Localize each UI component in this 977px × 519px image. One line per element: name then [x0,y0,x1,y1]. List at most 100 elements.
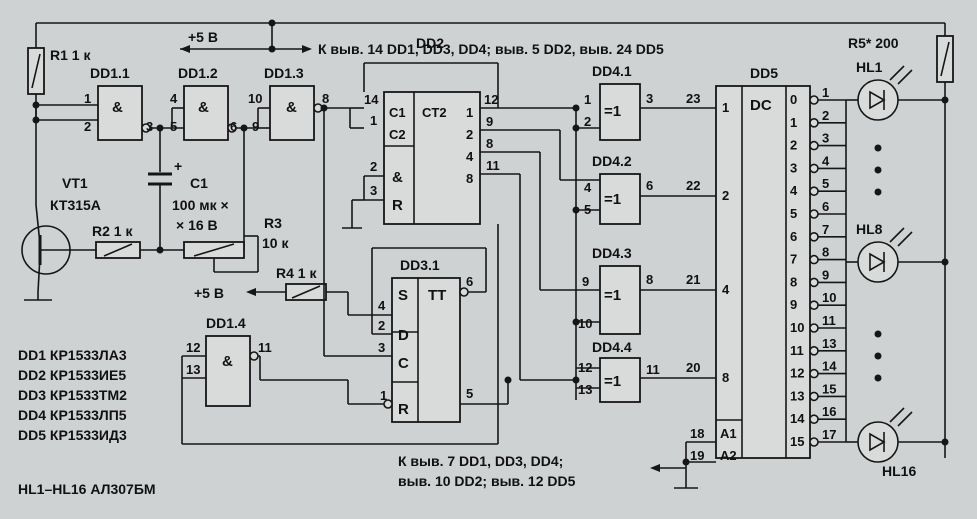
svg-text:6: 6 [230,119,237,134]
svg-text:13: 13 [578,382,592,397]
vt1-type: КТ315А [50,197,101,213]
dd5-output-pin-number: 5 [822,176,829,191]
svg-text:100 мк ×: 100 мк × [172,197,229,213]
resistor-r2: R2 1 к [92,223,184,259]
svg-text:DD4.3: DD4.3 [592,245,632,261]
r3-label: R3 [264,215,282,231]
svg-text:&: & [286,99,297,116]
inverted-output-bubble [809,368,819,379]
inverted-output-bubble [809,300,819,311]
svg-text:&: & [392,169,403,186]
led-hl1: HL1 [846,59,949,121]
svg-text:1: 1 [370,113,377,128]
svg-text:2: 2 [466,127,473,142]
svg-text:8: 8 [722,370,729,385]
dd5-output-pin-number: 1 [822,85,829,100]
inverted-output-bubble [809,232,819,242]
dd5-name: DD5 [750,65,778,81]
dd2-name: DD2 [416,35,444,51]
svg-text:1: 1 [466,105,473,120]
dd5-output-index: 14 [790,411,805,426]
c1-label: C1 [190,175,208,191]
svg-text:&: & [198,99,209,116]
svg-text:DD4.4: DD4.4 [592,339,632,355]
svg-text:× 16 В: × 16 В [176,217,218,233]
capacitor-c1: + C1 100 мк × × 16 В [148,128,229,250]
svg-text:1: 1 [380,388,387,403]
svg-text:6: 6 [466,274,473,289]
inverted-output-bubble [809,186,819,196]
svg-text:8: 8 [646,272,653,287]
chip-dd3-1: DD3.1 S TT D C R 4 2 3 1 6 5 [260,104,509,423]
svg-text:=1: =1 [604,373,621,390]
dd5-output-index: 0 [790,92,797,107]
dd5-output-pin-number: 4 [822,153,830,168]
svg-text:10: 10 [578,316,592,331]
led-hl8: HL8 [846,221,949,283]
power-rail: +5 В К выв. 14 DD1, DD3, DD4; выв. 5 DD2… [36,19,946,458]
svg-text:A1: A1 [720,426,737,441]
svg-text:4: 4 [466,149,474,164]
legend-hl: HL1–HL16 АЛ307БМ [18,481,156,497]
chip-dd4-2: DD4.2 =1 4 5 6 [584,153,716,225]
dd5-output-index: 3 [790,160,797,175]
inverted-output-bubble [809,323,819,333]
hl16-label: HL16 [882,463,916,479]
dd5-output-index: 2 [790,138,797,153]
legend-line: DD1 КР1533ЛА3 [18,347,127,363]
svg-text:R: R [392,197,403,214]
dd5-output-pin-number: 17 [822,427,836,442]
dd5-output-pin-number: 16 [822,404,836,419]
svg-text:C2: C2 [389,127,406,142]
ground-note-line-2: выв. 10 DD2; выв. 12 DD5 [398,473,576,489]
chip-dd2: DD2 C1 C2 CT2 & R 14 1 2 3 1 2 4 8 12 9 … [342,35,500,229]
svg-text:3: 3 [370,183,377,198]
chip-dd1-2: DD1.2 & 4 5 6 [170,65,258,250]
svg-text:=1: =1 [604,287,621,304]
svg-text:8: 8 [486,136,493,151]
dd5-output-pin-number: 2 [822,108,829,123]
svg-text:9: 9 [582,274,589,289]
svg-text:23: 23 [686,91,700,106]
svg-text:5: 5 [170,119,177,134]
led-ellipsis-dots [874,144,882,382]
dd5-output-pin-number: 6 [822,199,829,214]
svg-text:=1: =1 [604,103,621,120]
chip-dd1-4: DD1.4 & 12 13 11 [181,224,499,445]
inverted-output-bubble [809,437,819,447]
dd5-output-index: 13 [790,388,804,403]
svg-text:DD4.2: DD4.2 [592,153,632,169]
dd1-1-symbol: & [112,99,123,116]
chip-dd5: DD5 DC 1 2 4 8 23 22 21 20 A1 A2 18 19 0… [674,65,847,489]
dd1-2-name: DD1.2 [178,65,218,81]
dd5-output-index: 8 [790,274,797,289]
svg-text:=1: =1 [604,191,621,208]
svg-text:TT: TT [428,287,446,304]
svg-text:C: C [398,355,409,372]
svg-text:13: 13 [186,362,200,377]
legend-line: DD5 КР1533ИД3 [18,427,127,443]
inverted-output-bubble [809,163,819,174]
svg-text:4: 4 [378,298,386,313]
svg-text:3: 3 [146,119,153,134]
svg-text:1: 1 [722,100,729,115]
svg-text:12: 12 [186,340,200,355]
dd1-3-name: DD1.3 [264,65,304,81]
transistor-vt1: VT1 КТ315А [21,175,101,301]
inverted-output-bubble [809,118,819,128]
ground-note-line-1: К выв. 7 DD1, DD3, DD4; [398,453,563,469]
svg-text:14: 14 [364,92,379,107]
svg-text:22: 22 [686,178,700,193]
r1-label: R1 1 к [50,47,91,63]
led-hl16: HL16 [846,407,949,479]
dd1-1-name: DD1.1 [90,65,130,81]
dd5-output-index: 5 [790,206,797,221]
svg-text:9: 9 [486,114,493,129]
svg-text:2: 2 [370,159,377,174]
svg-text:A2: A2 [720,448,737,463]
svg-text:CT2: CT2 [422,105,447,120]
dd5-output-pin-number: 13 [822,336,836,351]
svg-text:3: 3 [378,340,385,355]
dd5-output-index: 15 [790,434,804,449]
svg-text:4: 4 [584,180,592,195]
